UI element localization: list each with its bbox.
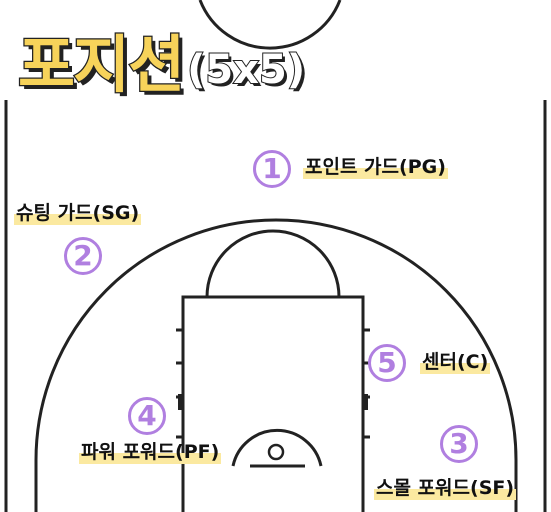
- position-label-sf: 스몰 포워드(SF): [374, 477, 517, 500]
- position-number-3: 3: [440, 425, 478, 463]
- position-number-2: 2: [64, 237, 102, 275]
- three-point-line: [34, 218, 518, 512]
- position-number-5: 5: [368, 344, 406, 382]
- title-main: 포지션: [17, 28, 187, 101]
- position-number-1: 1: [253, 150, 291, 188]
- position-label-pg: 포인트 가드(PG): [303, 156, 448, 179]
- restricted-area-arc: [231, 428, 323, 467]
- position-label-c: 센터(C): [420, 351, 491, 374]
- position-number-4: 4: [128, 397, 166, 435]
- page-title: 포지션 (5x5): [17, 16, 306, 101]
- court-boundary: [4, 100, 547, 512]
- hoop: [267, 443, 285, 461]
- position-label-sg: 슈팅 가드(SG): [14, 202, 142, 225]
- free-throw-circle: [205, 229, 341, 298]
- position-label-pf: 파워 포워드(PF): [79, 441, 222, 464]
- title-sub: (5x5): [186, 47, 306, 93]
- paint-lane: [181, 295, 365, 512]
- center-circle: [198, 0, 342, 50]
